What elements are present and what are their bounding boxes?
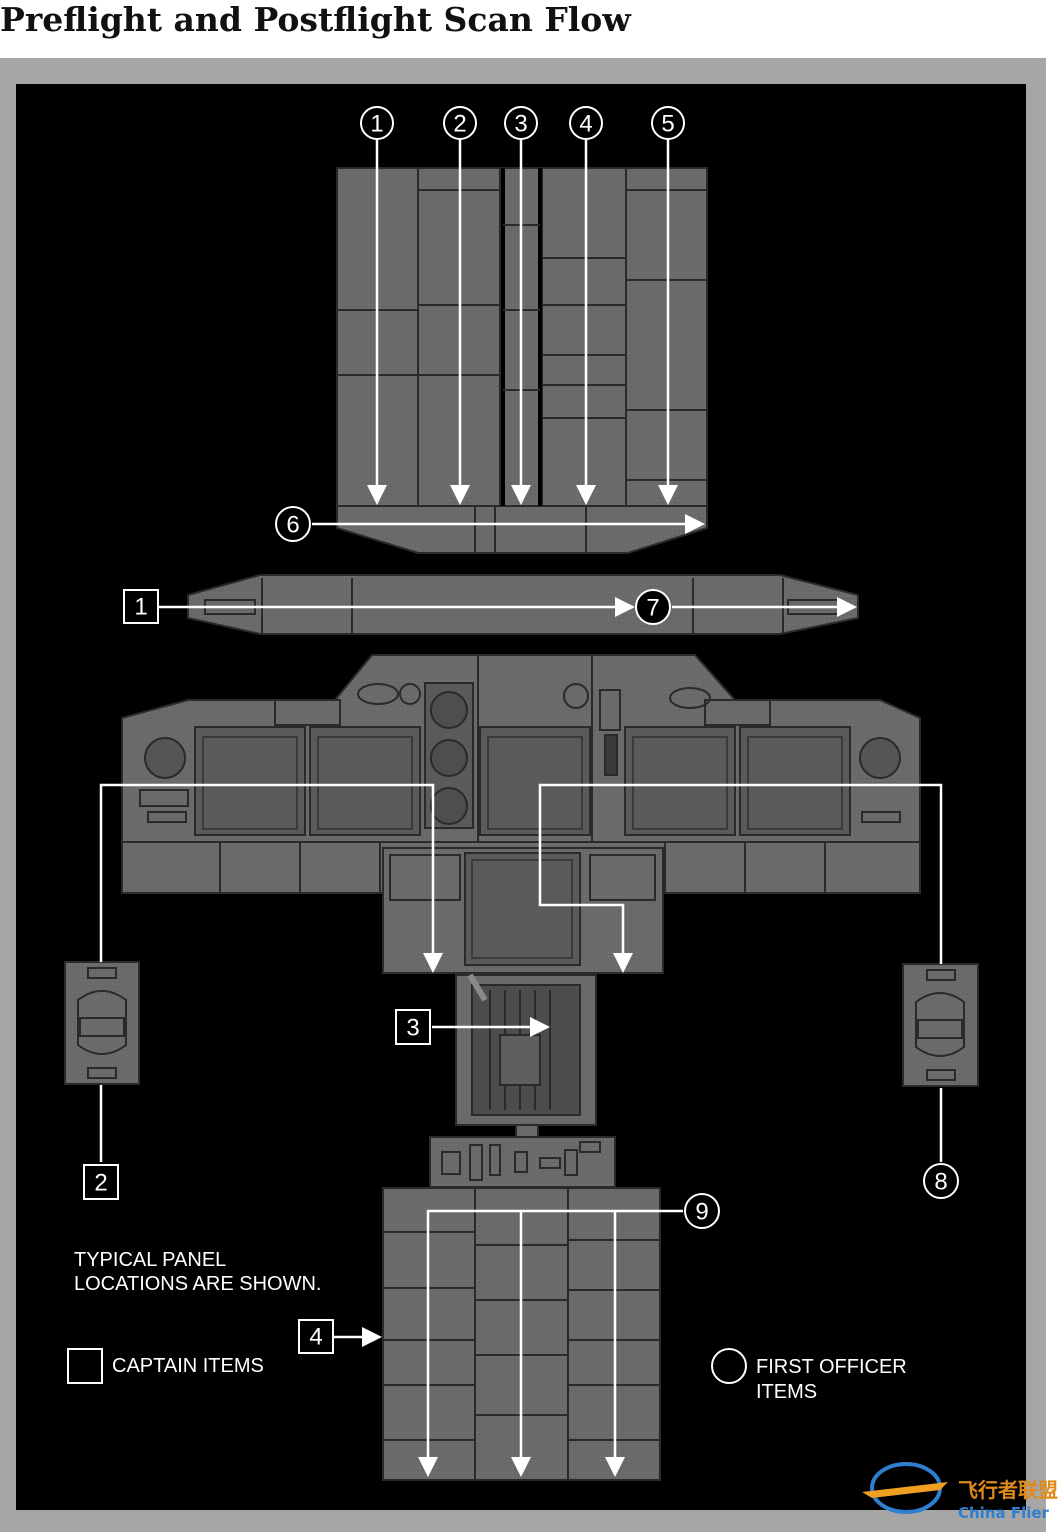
fo-marker-1: 1 bbox=[360, 106, 394, 140]
first-officer-side-panel bbox=[902, 963, 979, 1087]
captain-marker-4: 4 bbox=[298, 1319, 334, 1354]
arrow-fo-8 bbox=[538, 783, 943, 973]
captain-marker-2-label: 2 bbox=[94, 1170, 107, 1197]
first-officer-legend-line1: FIRST OFFICER bbox=[756, 1356, 907, 1378]
captain-marker-3-label: 3 bbox=[406, 1015, 419, 1042]
captain-legend-square bbox=[67, 1348, 103, 1384]
arrow-captain-2 bbox=[99, 783, 443, 973]
fo-marker-7-label: 7 bbox=[646, 595, 659, 622]
captain-side-panel bbox=[64, 961, 140, 1085]
fo-marker-7: 7 bbox=[635, 589, 671, 625]
glareshield-panel bbox=[187, 574, 859, 635]
captain-marker-1-label: 1 bbox=[134, 594, 147, 621]
fo-marker-3-label: 3 bbox=[514, 111, 527, 138]
watermark-english: China Flier bbox=[958, 1504, 1050, 1522]
fo-marker-3: 3 bbox=[504, 106, 538, 140]
fo-marker-8: 8 bbox=[923, 1163, 959, 1199]
captain-legend-label: CAPTAIN ITEMS bbox=[112, 1355, 264, 1377]
captain-marker-4-label: 4 bbox=[309, 1324, 322, 1351]
first-officer-legend-line2: ITEMS bbox=[756, 1381, 817, 1403]
fo-marker-4: 4 bbox=[569, 106, 603, 140]
fo-marker-6: 6 bbox=[275, 506, 311, 542]
fo-marker-5-label: 5 bbox=[661, 111, 674, 138]
arrow-fo-9-left bbox=[418, 1209, 683, 1477]
watermark-chinese: 飞行者联盟 bbox=[958, 1478, 1058, 1502]
watermark: 飞行者联盟 China Flier bbox=[862, 1462, 1058, 1522]
fo-marker-6-label: 6 bbox=[286, 512, 299, 539]
fo-marker-2: 2 bbox=[443, 106, 477, 140]
flow-arrows bbox=[99, 140, 943, 1477]
captain-marker-3: 3 bbox=[395, 1009, 431, 1045]
main-instrument-panel bbox=[121, 654, 921, 894]
legend-note-line2: LOCATIONS ARE SHOWN. bbox=[74, 1273, 321, 1295]
control-stand bbox=[455, 973, 597, 1126]
center-pedestal-upper bbox=[382, 847, 664, 974]
fo-marker-4-label: 4 bbox=[579, 111, 592, 138]
legend-note-line1: TYPICAL PANEL bbox=[74, 1249, 226, 1271]
fo-marker-5: 5 bbox=[651, 106, 685, 140]
legend: TYPICAL PANEL LOCATIONS ARE SHOWN. CAPTA… bbox=[67, 1249, 907, 1403]
plane-icon bbox=[862, 1482, 948, 1498]
fo-marker-2-label: 2 bbox=[453, 111, 466, 138]
first-officer-legend-circle bbox=[711, 1348, 747, 1384]
aft-pedestal-strip bbox=[429, 1124, 616, 1188]
fo-marker-8-label: 8 bbox=[934, 1169, 947, 1196]
fo-marker-1-label: 1 bbox=[370, 111, 383, 138]
page-title: Preflight and Postflight Scan Flow bbox=[0, 0, 631, 39]
fo-marker-9-label: 9 bbox=[695, 1199, 708, 1226]
fo-marker-9: 9 bbox=[684, 1193, 720, 1229]
captain-marker-1: 1 bbox=[123, 589, 159, 624]
captain-marker-2: 2 bbox=[83, 1164, 119, 1200]
